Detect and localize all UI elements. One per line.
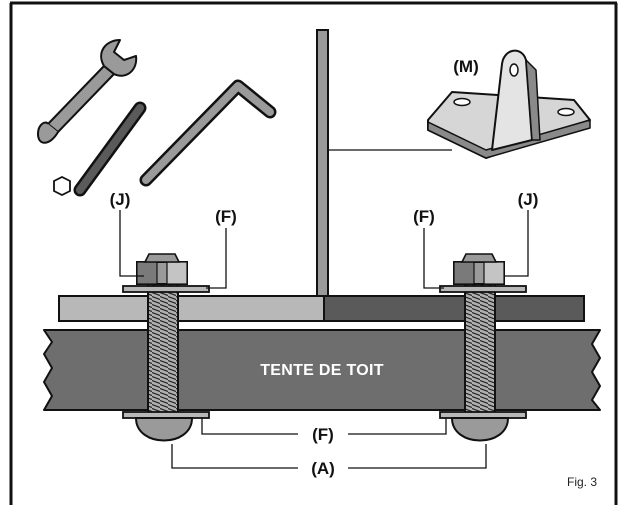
bolt-left: [122, 253, 210, 442]
label-bolt: (A): [311, 459, 335, 478]
drill-bit-icon: [73, 101, 147, 197]
leader-nut-left: [119, 210, 144, 277]
hex-key-icon: [139, 79, 277, 187]
label-bracket: (M): [453, 57, 478, 76]
figure-label: Fig. 3: [567, 475, 597, 489]
leader-washer-bottom: [201, 418, 447, 435]
label-washer-top-left: (F): [215, 207, 237, 226]
vertical-pole: [316, 29, 329, 297]
bracket-icon: [427, 49, 591, 159]
wrench-icon: [37, 39, 138, 144]
leader-washer-top-right: [423, 228, 444, 289]
tent-label: TENTE DE TOIT: [260, 362, 384, 379]
label-washer-bottom: (F): [312, 425, 334, 444]
plate-left: [58, 295, 325, 322]
label-nut-right: (J): [518, 190, 539, 209]
plate-right: [323, 295, 585, 322]
tent-body: [43, 329, 601, 411]
label-nut-left: (J): [110, 190, 131, 209]
leader-washer-top-left: [206, 228, 227, 289]
hex-nut-icon: [53, 175, 71, 197]
frame-border: [9, 1, 618, 505]
leader-bolt: [171, 444, 487, 469]
leader-nut-right: [504, 210, 529, 277]
bolt-right: [439, 253, 527, 442]
label-washer-top-right: (F): [413, 207, 435, 226]
